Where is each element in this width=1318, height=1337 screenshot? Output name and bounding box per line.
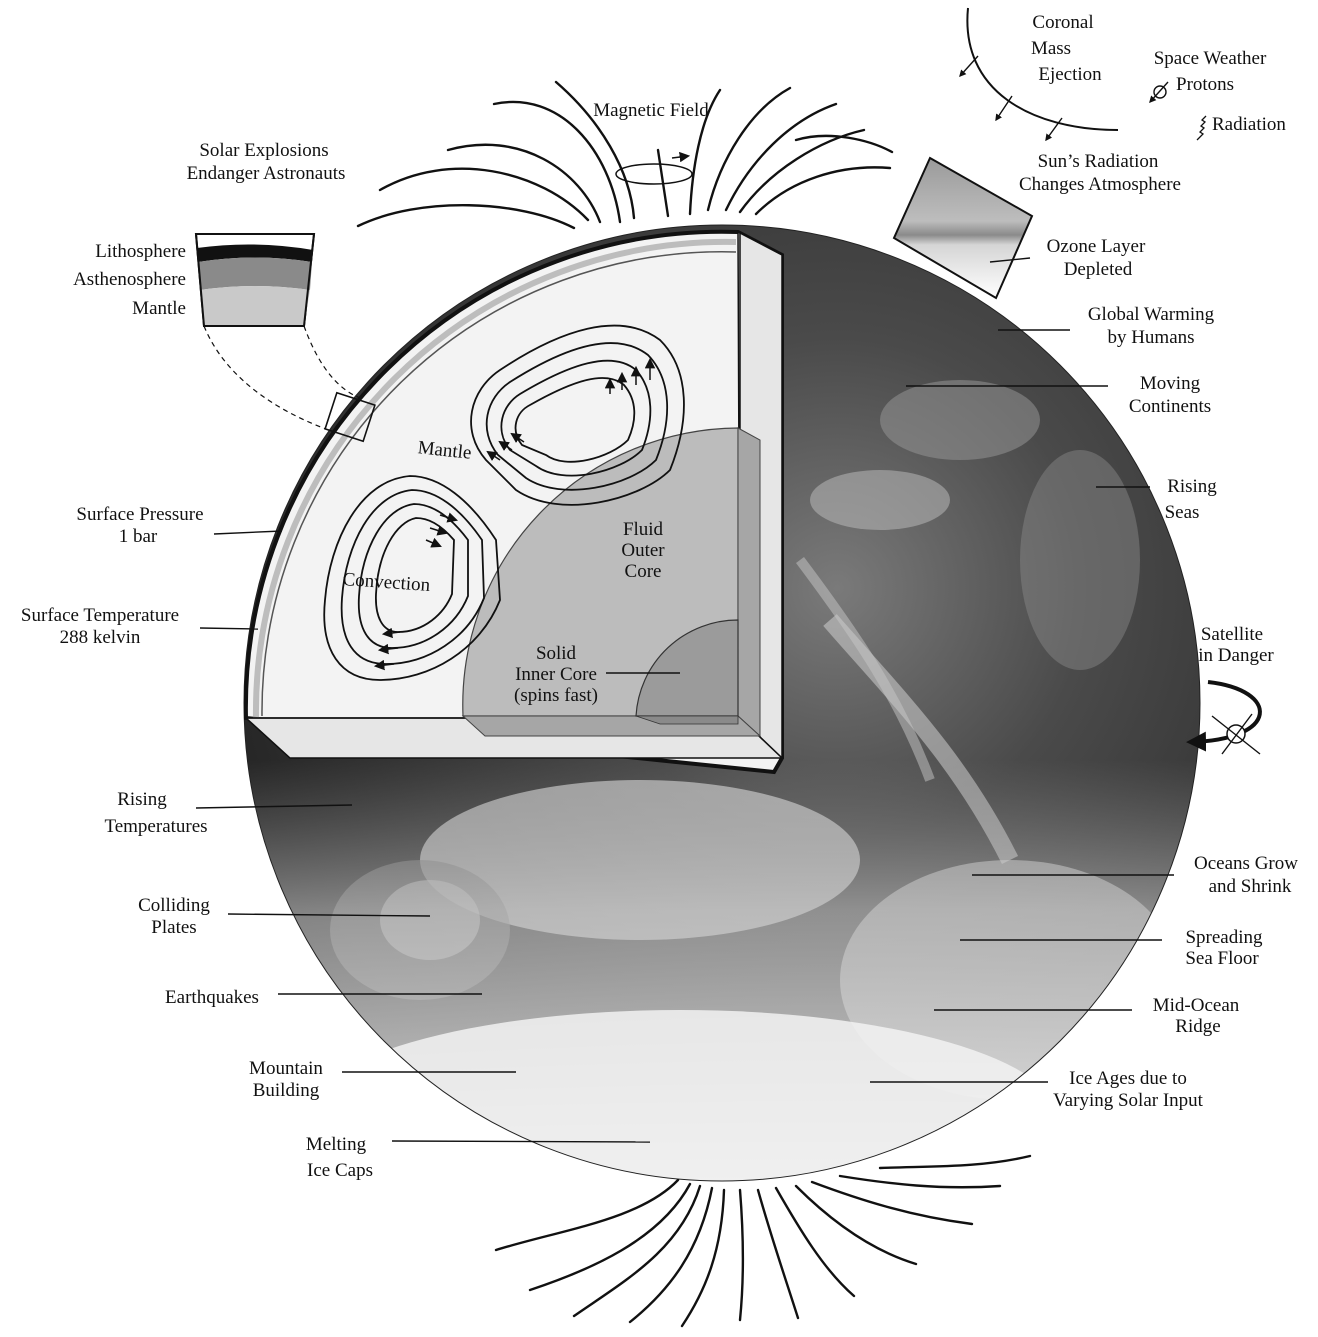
label-moving-continents-2: Continents — [1129, 396, 1211, 417]
label-ridge-1: Mid-Ocean — [1153, 995, 1240, 1016]
label-space-weather: Space Weather — [1154, 48, 1267, 69]
label-cme-2: Mass — [1031, 38, 1071, 59]
label-mantle-layer: Mantle — [132, 298, 186, 319]
convection-cell-upper — [470, 324, 685, 506]
leader-lines — [195, 329, 1174, 1143]
layer-inset — [194, 233, 361, 433]
label-ridge-2: Ridge — [1175, 1016, 1220, 1037]
label-surface-pressure-2: 1 bar — [119, 526, 158, 547]
label-oceans-1: Oceans Grow — [1194, 853, 1298, 874]
label-oceans-2: and Shrink — [1209, 876, 1292, 897]
label-inner-core-2: Inner Core — [515, 664, 597, 685]
label-protons: Protons — [1176, 74, 1234, 95]
label-spreading-1: Spreading — [1185, 927, 1263, 948]
label-rising-seas-2: Seas — [1165, 502, 1200, 523]
label-surface-pressure-1: Surface Pressure — [76, 504, 203, 525]
label-mountain-building-1: Mountain — [249, 1058, 323, 1079]
label-cme-3: Ejection — [1038, 64, 1102, 85]
label-sun-radiation-2: Changes Atmosphere — [1019, 174, 1181, 195]
label-mountain-building-2: Building — [253, 1080, 320, 1101]
label-ozone-1: Ozone Layer — [1047, 236, 1146, 257]
magnetic-field-lines-bottom — [494, 1154, 1032, 1328]
label-global-warming-1: Global Warming — [1088, 304, 1215, 325]
cutaway — [243, 229, 784, 775]
detail-box — [324, 391, 376, 443]
label-satellite-1: Satellite — [1201, 624, 1263, 645]
label-colliding-plates-1: Colliding — [138, 895, 210, 916]
convection-cell-lower — [323, 475, 501, 681]
label-outer-core-3: Core — [625, 561, 662, 582]
label-outer-core-1: Fluid — [623, 519, 664, 540]
label-colliding-plates-2: Plates — [151, 917, 196, 938]
label-ice-ages-2: Varying Solar Input — [1053, 1090, 1204, 1111]
label-solar-explosions-2: Endanger Astronauts — [187, 163, 346, 184]
label-rising-temperatures-2: Temperatures — [104, 816, 207, 837]
label-radiation: Radiation — [1212, 114, 1286, 135]
label-ice-ages-1: Ice Ages due to — [1069, 1068, 1187, 1089]
label-ozone-2: Depleted — [1064, 259, 1133, 280]
label-asthenosphere: Asthenosphere — [73, 269, 186, 290]
label-solar-explosions-1: Solar Explosions — [199, 140, 328, 161]
label-earthquakes: Earthquakes — [165, 987, 259, 1008]
label-lithosphere: Lithosphere — [95, 241, 186, 262]
labels: Magnetic Field Coronal Mass Ejection Spa… — [21, 12, 1298, 1181]
label-melting-ice-2: Ice Caps — [307, 1160, 373, 1181]
coronal-mass-ejection — [959, 7, 1119, 142]
radiation-icon — [1196, 115, 1207, 141]
proton-icon — [1149, 81, 1169, 104]
satellite-icon — [1186, 680, 1262, 755]
label-surface-temperature-2: 288 kelvin — [60, 627, 141, 648]
label-satellite-2: in Danger — [1198, 645, 1274, 666]
label-surface-temperature-1: Surface Temperature — [21, 605, 179, 626]
label-cme-1: Coronal — [1032, 12, 1093, 33]
label-inner-core-3: (spins fast) — [514, 685, 598, 706]
label-magnetic-field: Magnetic Field — [593, 100, 709, 121]
label-sun-radiation-1: Sun’s Radiation — [1038, 151, 1159, 172]
label-global-warming-2: by Humans — [1107, 327, 1194, 348]
label-moving-continents-1: Moving — [1140, 373, 1201, 394]
label-inner-core-1: Solid — [536, 643, 577, 664]
label-rising-temperatures-1: Rising — [117, 789, 167, 810]
label-rising-seas-1: Rising — [1167, 476, 1217, 497]
label-melting-ice-1: Melting — [306, 1134, 367, 1155]
magnetic-field-lines-top — [356, 80, 894, 230]
label-spreading-2: Sea Floor — [1185, 948, 1259, 969]
ozone-inset — [892, 156, 1034, 300]
label-outer-core-2: Outer — [621, 540, 665, 561]
